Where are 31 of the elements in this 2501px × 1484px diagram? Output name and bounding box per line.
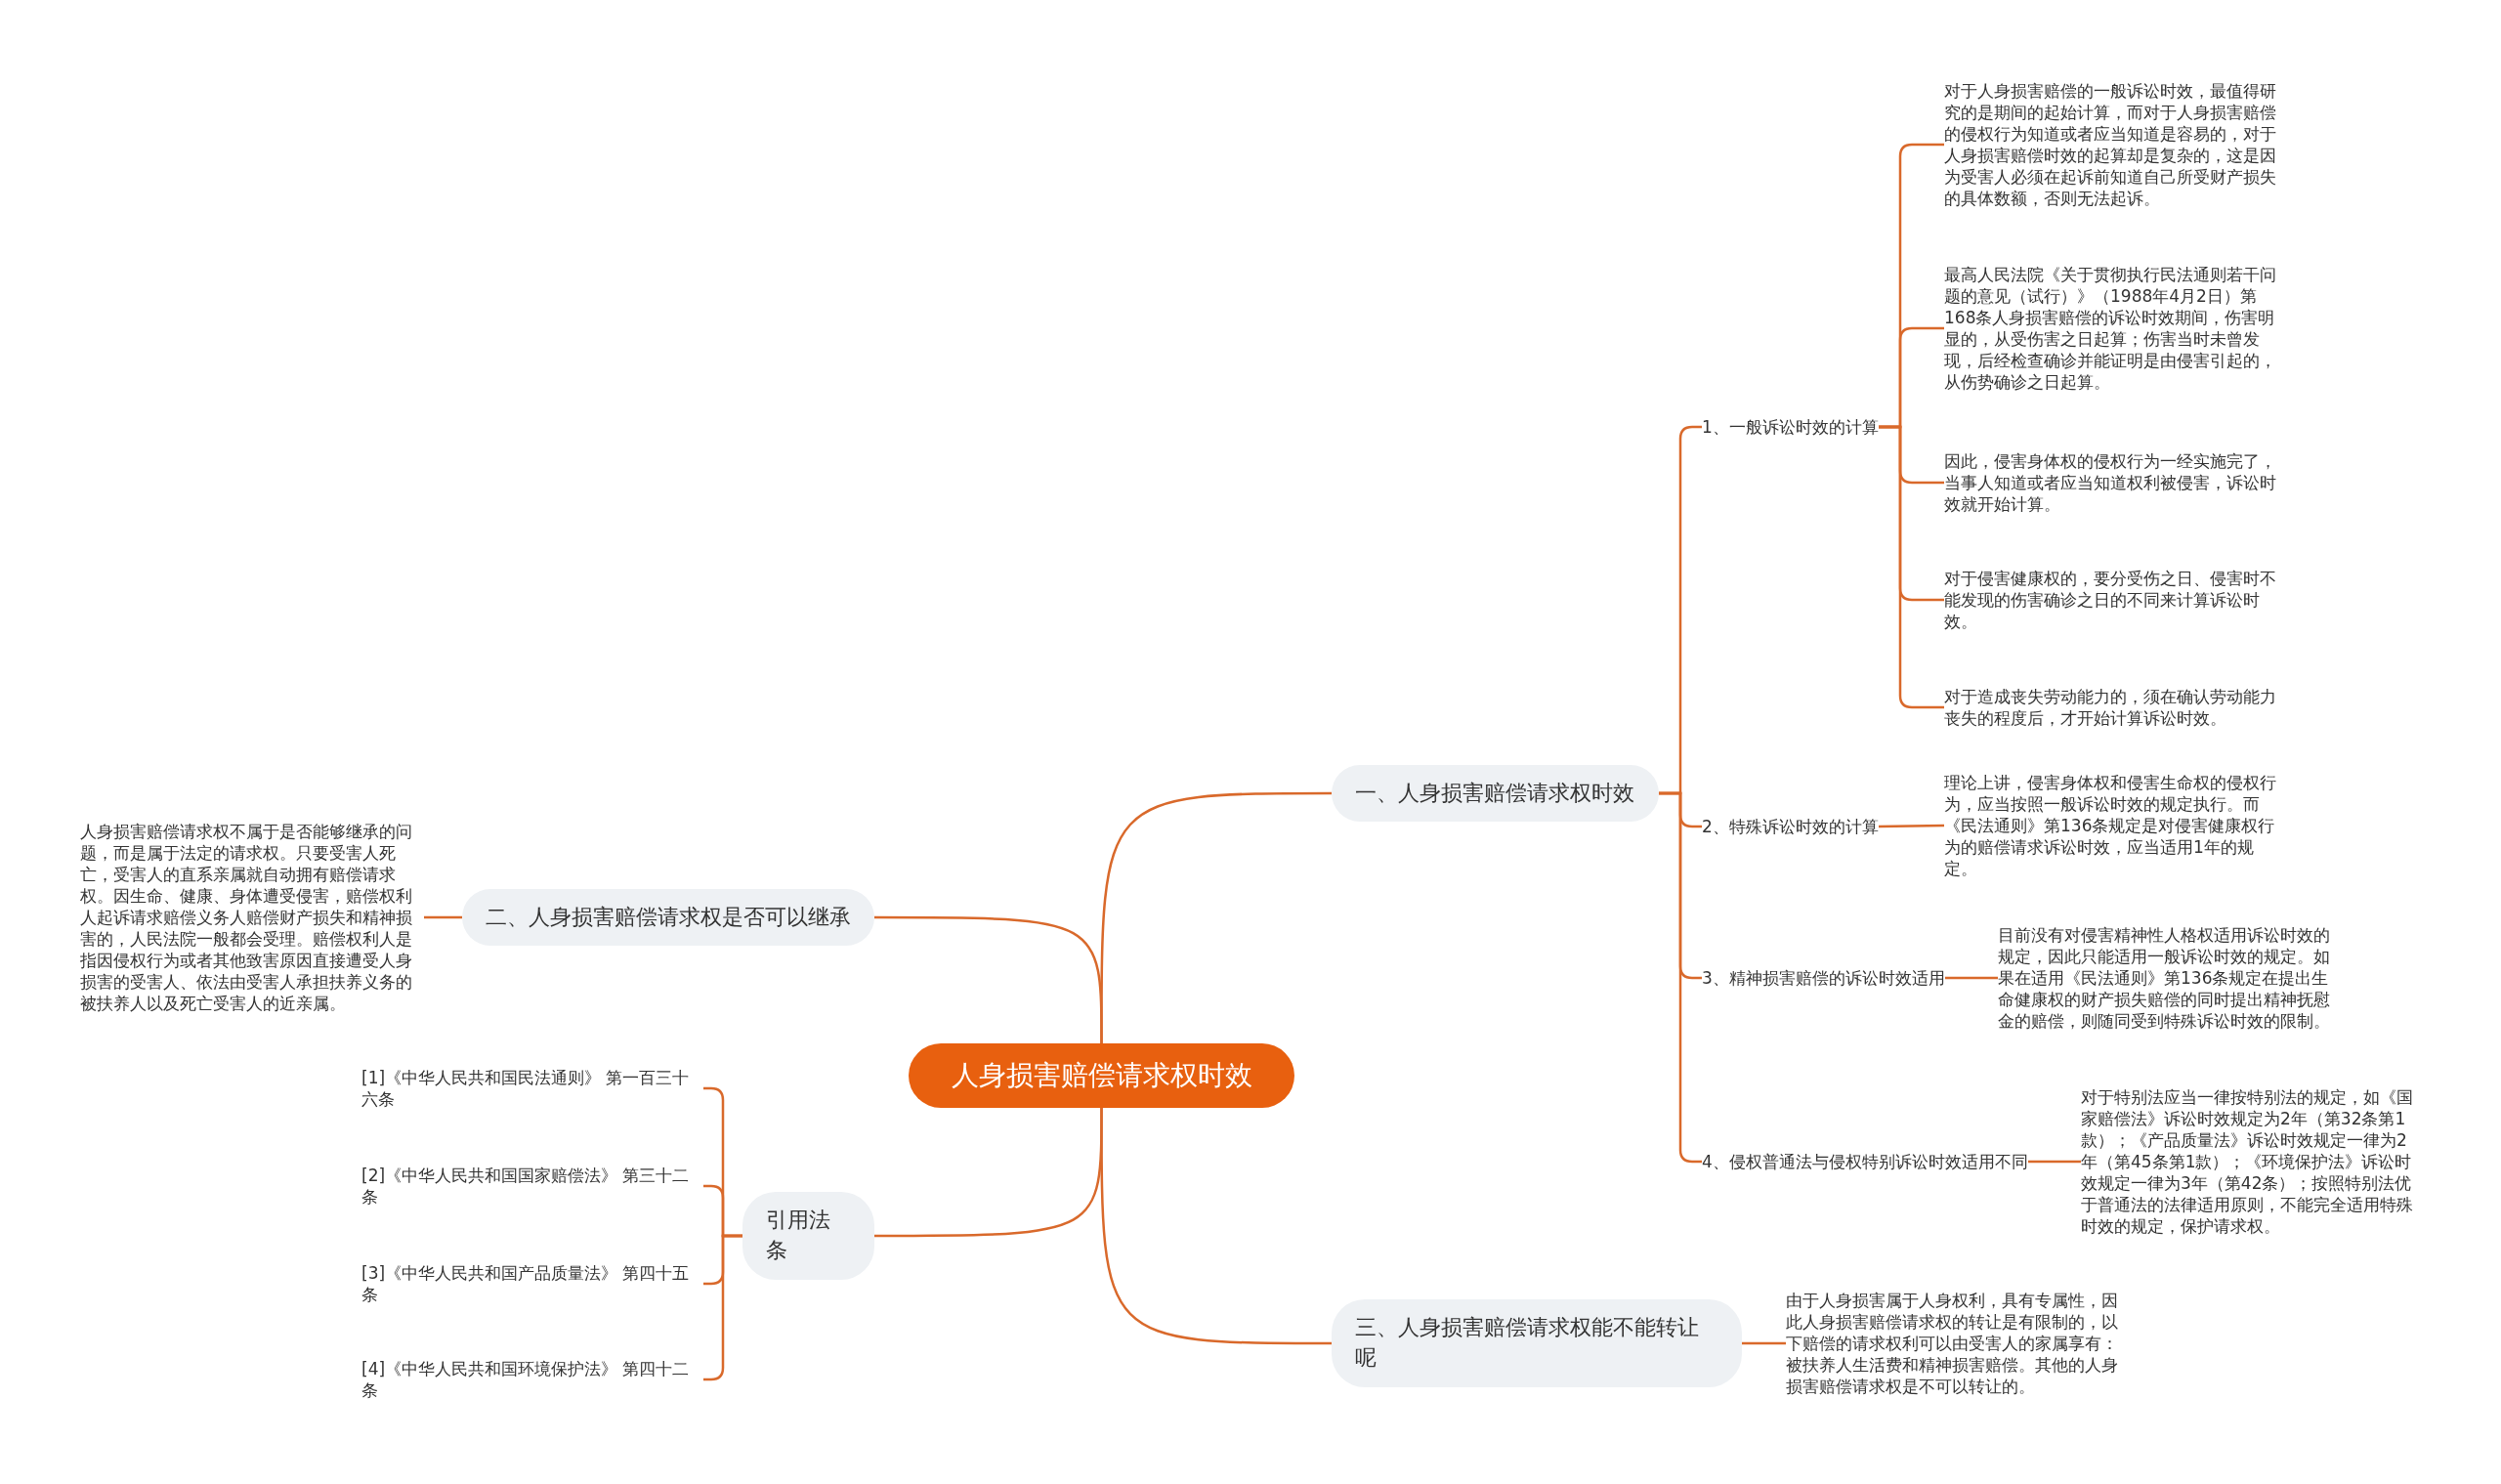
connector-line bbox=[1879, 824, 1944, 828]
subtopic-label: 2、特殊诉讼时效的计算 bbox=[1702, 813, 1879, 840]
note-text: 目前没有对侵害精神性人格权适用诉讼时效的规定，因此只能适用一般诉讼时效的规定。如果在适用《民法通则》第136条规定在提出生命健康权的财产损失赔偿的同时提出精神抚慰金的赔偿，则随同受到特殊诉讼时效的限制。 bbox=[1998, 924, 2340, 1032]
connector-line bbox=[1945, 976, 1998, 980]
note-text: 对于造成丧失劳动能力的，须在确认劳动能力丧失的程度后，才开始计算诉讼时效。 bbox=[1944, 686, 2286, 729]
note-text: 对于人身损害赔偿的一般诉讼时效，最值得研究的是期间的起始计算，而对于人身损害赔偿的侵权行为知道或者应当知道是容易的，对于人身损害赔偿时效的起算却是复杂的，这是因为受害人必须在起诉前知道自己所受财产损失的具体数额，否则无法起诉。 bbox=[1944, 80, 2286, 209]
note-text: 因此，侵害身体权的侵权行为一经实施完了，当事人知道或者应当知道权利被侵害，诉讼时效就开始计算。 bbox=[1944, 450, 2286, 515]
reference-text: [1]《中华人民共和国民法通则》 第一百三十六条 bbox=[361, 1067, 703, 1110]
topic-box: 一、人身损害赔偿请求权时效 bbox=[1332, 764, 1659, 823]
connector-line bbox=[874, 915, 1103, 1043]
note-text: 最高人民法院《关于贯彻执行民法通则若干问题的意见（试行）》（1988年4月2日）第168条人身损害赔偿的诉讼时效期间，伤害明显的，从受伤害之日起算；伤害当时未曾发现，后经检查确诊并能证明是由侵害引起的，从伤势确诊之日起算。 bbox=[1944, 264, 2286, 393]
note-text: 对于侵害健康权的，要分受伤之日、侵害时不能发现的伤害确诊之日的不同来计算诉讼时效。 bbox=[1944, 568, 2286, 632]
topic-box: 三、人身损害赔偿请求权能不能转让呢 bbox=[1332, 1299, 1742, 1387]
reference-text: [3]《中华人民共和国产品质量法》 第四十五条 bbox=[361, 1262, 703, 1305]
connector-line bbox=[1879, 425, 1944, 709]
reference-text: [2]《中华人民共和国国家赔偿法》 第三十二条 bbox=[361, 1165, 703, 1208]
subtopic-label: 4、侵权普通法与侵权特别诉讼时效适用不同 bbox=[1702, 1148, 2028, 1175]
topic-box: 引用法条 bbox=[742, 1192, 874, 1280]
connector-line bbox=[424, 915, 462, 919]
note-text: 理论上讲，侵害身体权和侵害生命权的侵权行为，应当按照一般诉讼时效的规定执行。而《民法通则》第136条规定是对侵害健康权行为的赔偿请求诉讼时效，应当适用1年的规定。 bbox=[1944, 772, 2286, 879]
topic-box: 二、人身损害赔偿请求权是否可以继承 bbox=[462, 888, 874, 947]
reference-text: [4]《中华人民共和国环境保护法》 第四十二条 bbox=[361, 1358, 703, 1401]
note-text: 人身损害赔偿请求权不属于是否能够继承的问题，而是属于法定的请求权。只要受害人死亡，受害人的直系亲属就自动拥有赔偿请求权。因生命、健康、身体遭受侵害，赔偿权利人起诉请求赔偿义务人赔偿财产损失和精神损害的，人民法院一般都会受理。赔偿权利人是指因侵权行为或者其他致害原因直接遭受人身损害的受害人、依法由受害人承担扶养义务的被扶养人以及死亡受害人的近亲属。 bbox=[80, 821, 424, 1014]
connector-line bbox=[2028, 1160, 2081, 1164]
connector-line bbox=[1100, 1108, 1332, 1345]
note-text: 由于人身损害属于人身权利，具有专属性，因此人身损害赔偿请求权的转让是有限制的，以下赔偿的请求权利可以由受害人的家属享有：被扶养人生活费和精神损害赔偿。其他的人身损害赔偿请求权是不可以转让的。 bbox=[1786, 1290, 2128, 1397]
note-text: 对于特别法应当一律按特别法的规定，如《国家赔偿法》诉讼时效规定为2年（第32条第1款）；《产品质量法》诉讼时效规定一律为2年（第45条第1款）；《环境保护法》诉讼时效规定一律为3年（第42条）；按照特别法优于普通法的法律适用原则，不能完全适用特殊时效的规定，保护请求权。 bbox=[2081, 1086, 2423, 1237]
connector-line bbox=[1742, 1341, 1786, 1345]
subtopic-label: 1、一般诉讼时效的计算 bbox=[1702, 413, 1879, 441]
central-topic: 人身损害赔偿请求权时效 bbox=[909, 1043, 1294, 1108]
subtopic-label: 3、精神损害赔偿的诉讼时效适用 bbox=[1702, 964, 1945, 992]
